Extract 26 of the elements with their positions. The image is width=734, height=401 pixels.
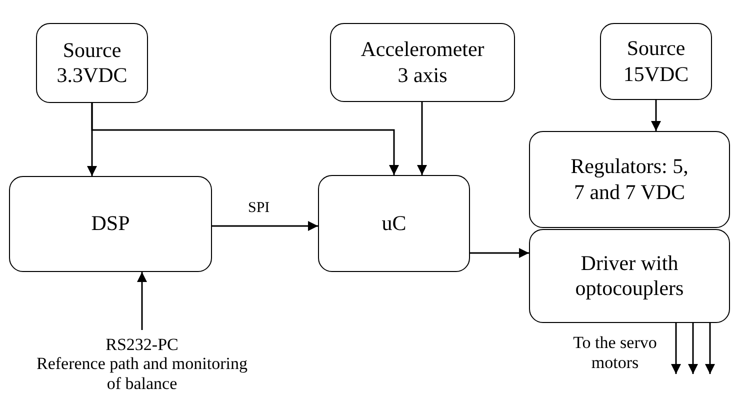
- box-text: uC: [382, 210, 406, 236]
- process-box: [36, 23, 148, 103]
- box-text: Driver with optocouplers: [574, 250, 685, 302]
- process-box: [529, 131, 730, 228]
- arrow: [417, 102, 427, 175]
- process-box: [318, 175, 470, 272]
- box-text: Regulators: 5, 7 and 7 VDC: [570, 154, 689, 205]
- process-box: [9, 176, 212, 272]
- note-text: To the servo motors: [572, 333, 658, 372]
- process-box: [529, 229, 730, 323]
- arrow: [688, 323, 698, 374]
- note-text: Reference path and monitoring of balance: [35, 354, 248, 394]
- box-text: Accelerometer 3 axis: [360, 37, 484, 88]
- box-text: Source 15VDC: [622, 36, 690, 87]
- arrow: [651, 100, 661, 131]
- arrow: [705, 323, 715, 374]
- arrow: [212, 221, 318, 231]
- arrow: [137, 272, 147, 330]
- process-box: [330, 23, 515, 102]
- note-text: RS232-PC: [106, 334, 178, 354]
- box-text: Source 3.3VDC: [56, 38, 128, 88]
- box-text: DSP: [91, 211, 130, 237]
- process-box: [600, 23, 712, 100]
- arrow: [470, 248, 529, 258]
- arrow: [91, 103, 399, 175]
- arrow: [671, 323, 681, 374]
